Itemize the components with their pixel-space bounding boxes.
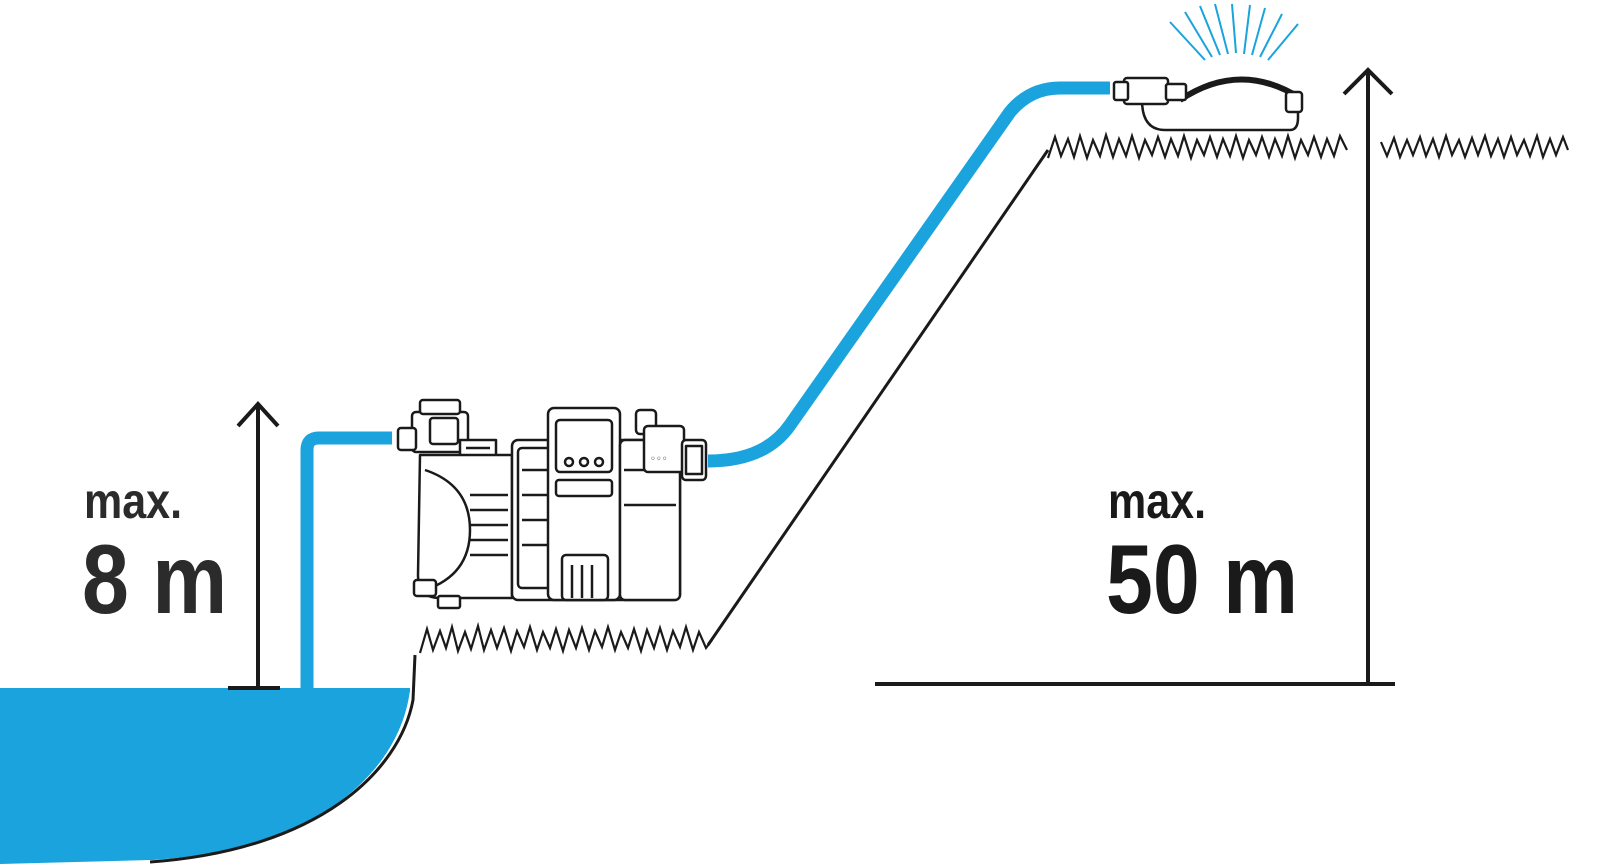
pump-drain-symbol: ◦◦◦: [650, 454, 668, 465]
grass-left: [418, 621, 713, 655]
grass-right: [1379, 132, 1570, 161]
reservoir-bank-outline: [149, 654, 417, 864]
grass-hilltop: [1046, 131, 1348, 162]
delivery-height-arrow: [1342, 67, 1394, 684]
delivery-height-prefix: max.: [1108, 473, 1207, 529]
delivery-height-value: 50 m: [1106, 524, 1299, 634]
suction-height-prefix: max.: [84, 473, 183, 529]
suction-hose: [300, 431, 392, 690]
sprinkler-spray: [1169, 3, 1299, 61]
suction-height-value: 8 m: [82, 524, 228, 634]
suction-height-arrow: [228, 401, 280, 690]
garden-pump: [396, 398, 708, 610]
pressure-hose: [707, 81, 1110, 468]
water-reservoir: [0, 690, 410, 864]
sprinkler: [1112, 76, 1304, 132]
hill-slope: [706, 149, 1050, 646]
